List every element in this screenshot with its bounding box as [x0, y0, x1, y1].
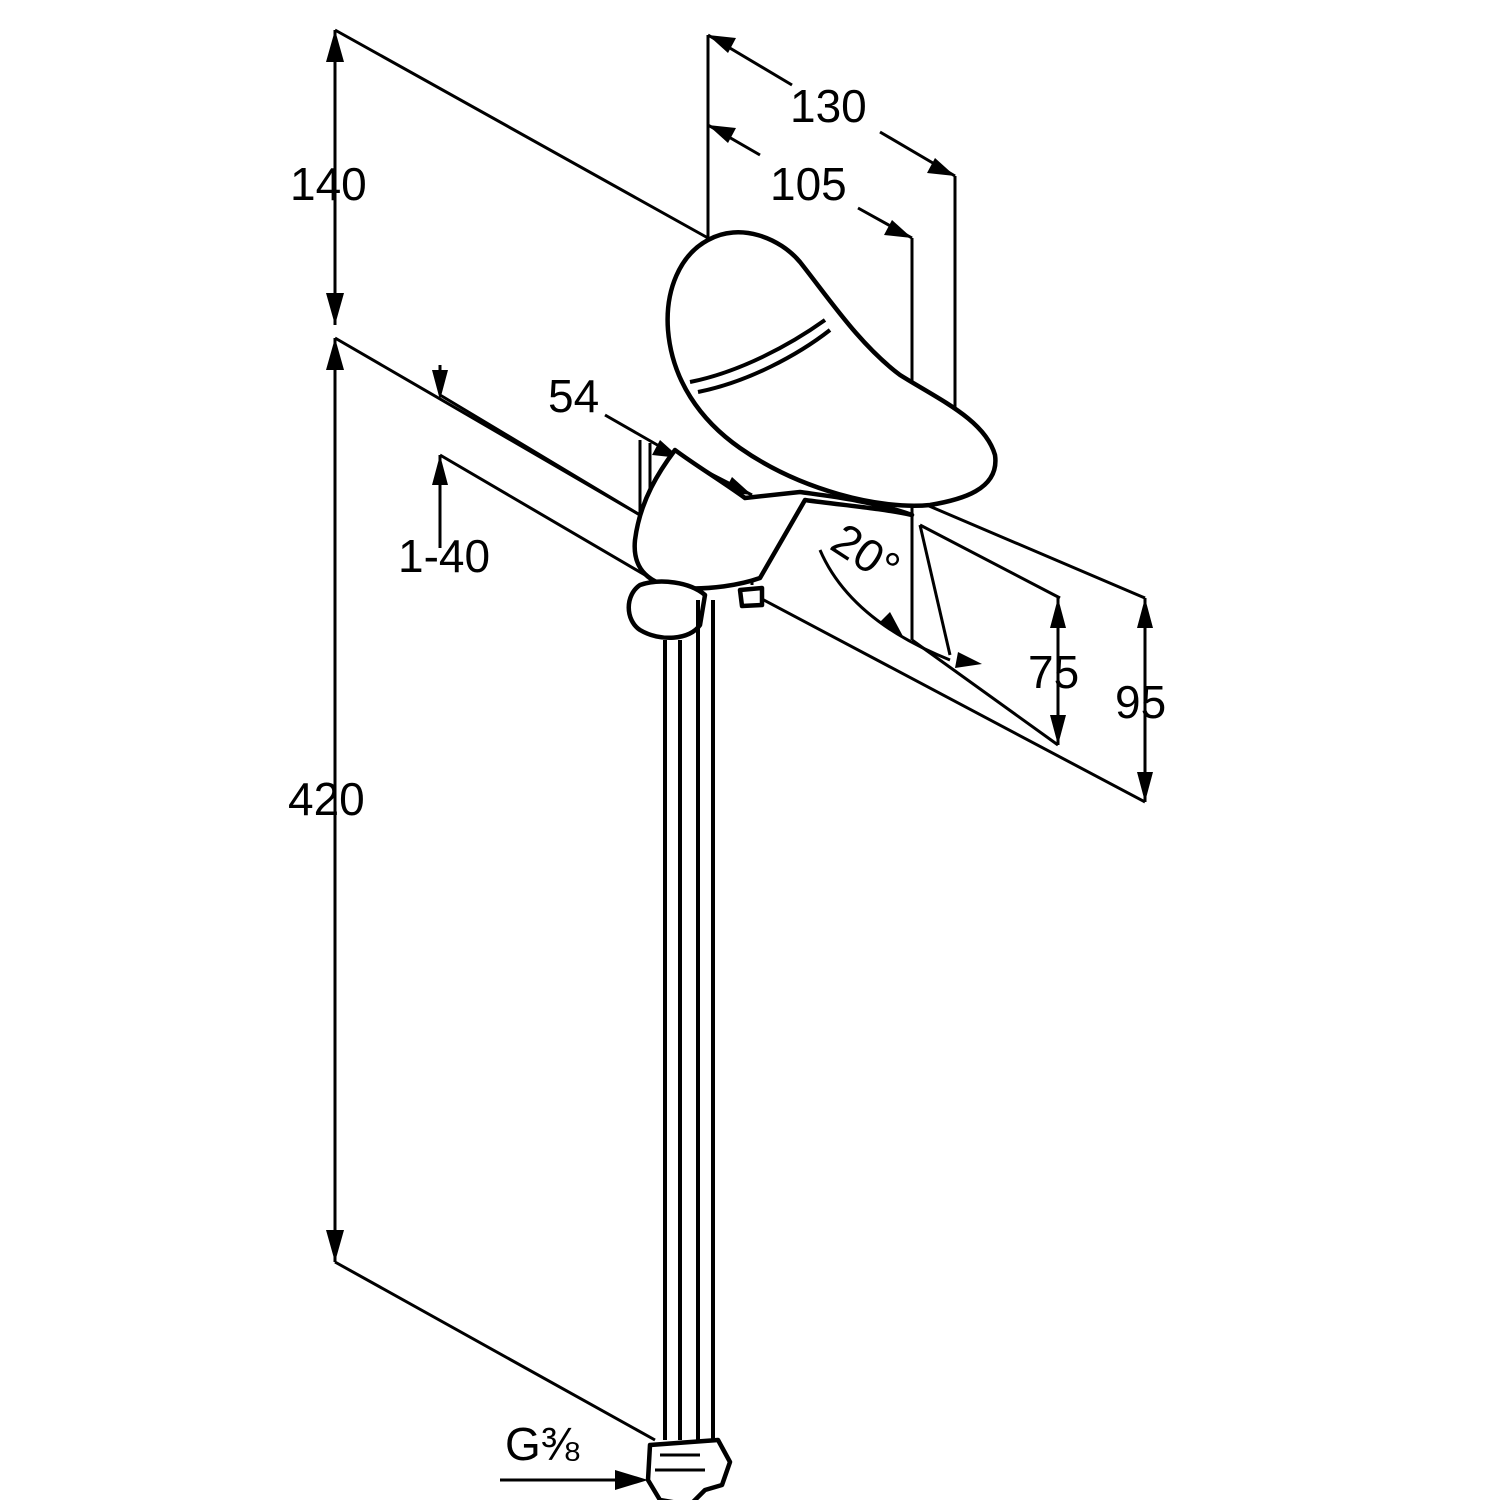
arrow-icon	[1050, 598, 1066, 628]
arrow-icon	[884, 220, 912, 238]
arrow-icon	[432, 455, 448, 485]
arrow-icon	[927, 158, 955, 176]
label-spout-75: 75	[1028, 646, 1079, 698]
label-height-lower: 420	[288, 773, 365, 825]
label-thread: G⅜	[505, 1418, 580, 1470]
label-thickness: 1-40	[398, 530, 490, 582]
arrow-icon	[326, 338, 344, 370]
thread-callout	[500, 1470, 648, 1490]
angle-dimension	[818, 520, 982, 668]
arrow-icon	[615, 1470, 648, 1490]
label-height-upper: 140	[290, 158, 367, 210]
supply-hoses	[645, 600, 733, 1500]
deck-lines	[432, 365, 1146, 804]
label-angle: 20°	[823, 513, 910, 594]
arrow-icon	[1050, 715, 1066, 745]
spout-height-dimensions	[911, 598, 1153, 802]
label-body-54: 54	[548, 370, 599, 422]
label-reach-130: 130	[790, 80, 867, 132]
faucet-body	[626, 230, 998, 641]
arrow-icon	[708, 125, 736, 143]
arrow-icon	[880, 612, 905, 640]
label-reach-105: 105	[770, 158, 847, 210]
vertical-dimension-left	[326, 28, 709, 1442]
arrow-icon	[708, 35, 736, 53]
arrow-icon	[1137, 772, 1153, 802]
arrow-icon	[326, 30, 344, 62]
arrow-icon	[955, 652, 982, 668]
label-spout-95: 95	[1115, 676, 1166, 728]
arrow-icon	[326, 293, 344, 325]
arrow-icon	[432, 370, 448, 400]
arrow-icon	[1137, 598, 1153, 628]
